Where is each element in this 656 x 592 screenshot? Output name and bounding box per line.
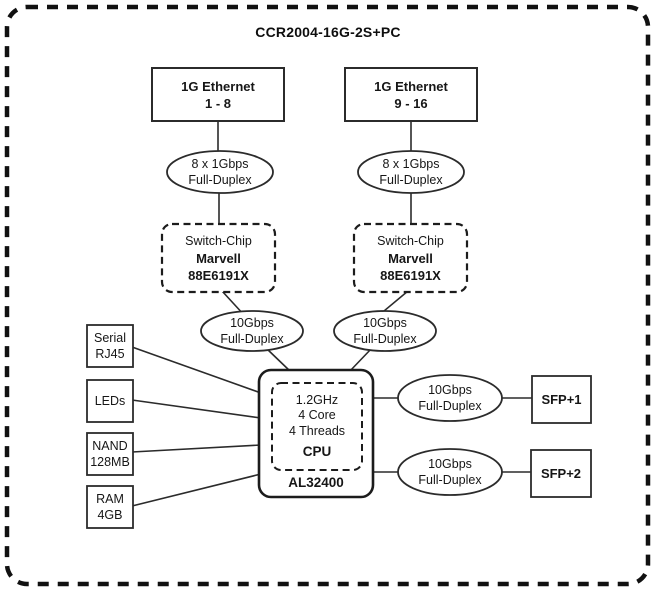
phy-left-label: 8 x 1Gbps Full-Duplex — [167, 151, 273, 193]
switch-right-label: Switch-Chip Marvell 88E6191X — [354, 224, 467, 292]
cpu-cores: 4 Core — [298, 408, 336, 423]
leds-box — [86, 379, 134, 423]
ram-line1: RAM — [96, 492, 124, 506]
eth-right-line2: 9 - 16 — [394, 95, 428, 111]
switch-right-line2: Marvell — [388, 250, 433, 266]
sfp2-link-line2: Full-Duplex — [418, 473, 482, 487]
connector-uplink-left-cpu — [265, 347, 292, 373]
connector-uplink-right-cpu — [348, 347, 373, 373]
device-enclosure-border — [4, 4, 651, 587]
sfp1-link-label: 10Gbps Full-Duplex — [398, 376, 502, 420]
sfp1-label: SFP+1 — [541, 391, 582, 407]
switch-left-line1: Switch-Chip — [185, 233, 252, 248]
eth-right-label: 1G Ethernet 9 - 16 — [345, 68, 477, 121]
phy-right-label: 8 x 1Gbps Full-Duplex — [358, 151, 464, 193]
serial-line2: RJ45 — [95, 347, 125, 361]
cpu-word: CPU — [302, 444, 332, 460]
sfp1-link-line1: 10Gbps — [428, 383, 472, 397]
nand-line2: 128MB — [90, 455, 130, 469]
sfp2-box — [530, 449, 592, 498]
sfp1-link-line2: Full-Duplex — [418, 399, 482, 413]
nand-box — [86, 432, 134, 476]
uplink-left-line2: Full-Duplex — [220, 332, 284, 346]
ram-line2: 4GB — [97, 508, 123, 522]
ram-label: RAM 4GB — [87, 486, 133, 528]
serial-label: Serial RJ45 — [87, 325, 133, 367]
eth-right-line1: 1G Ethernet — [374, 78, 448, 94]
serial-box — [86, 324, 134, 368]
ram-box — [86, 485, 134, 529]
phy-left-line2: Full-Duplex — [188, 173, 252, 187]
leds-label: LEDs — [87, 380, 133, 422]
connector-lines — [131, 120, 533, 507]
sfp1-link-ellipse — [397, 374, 503, 422]
leds-line1: LEDs — [94, 394, 126, 408]
switch-left-label: Switch-Chip Marvell 88E6191X — [162, 224, 275, 292]
phy-right-line2: Full-Duplex — [379, 173, 443, 187]
eth-right-box — [344, 67, 478, 122]
eth-left-line1: 1G Ethernet — [181, 78, 255, 94]
diagram-title: CCR2004-16G-2S+PC — [255, 24, 401, 40]
sfp2-link-line1: 10Gbps — [428, 457, 472, 471]
uplink-left-line1: 10Gbps — [230, 316, 274, 330]
phy-right-line1: 8 x 1Gbps — [382, 157, 440, 171]
sfp2-label: SFP+2 — [540, 465, 582, 481]
connector-leds-cpu — [131, 399, 262, 419]
sfp1-box — [531, 375, 592, 424]
switch-right-box — [352, 222, 469, 294]
eth-left-line2: 1 - 8 — [204, 95, 231, 111]
serial-line1: Serial — [94, 331, 126, 345]
switch-right-line1: Switch-Chip — [377, 233, 444, 248]
switch-right-line3: 88E6191X — [380, 267, 441, 283]
uplink-right-line2: Full-Duplex — [353, 332, 417, 346]
nand-label: NAND 128MB — [87, 433, 133, 475]
connector-ram-cpu — [131, 473, 262, 507]
cpu-inner-label: 1.2GHz 4 Core 4 Threads CPU — [272, 383, 362, 470]
uplink-right-label: 10Gbps Full-Duplex — [334, 311, 436, 351]
cpu-threads: 4 Threads — [288, 423, 346, 438]
switch-left-line2: Marvell — [196, 250, 241, 266]
uplink-right-ellipse — [333, 310, 437, 352]
connector-serial-cpu — [131, 346, 262, 394]
phy-right-ellipse — [357, 150, 465, 194]
sfp2-link-label: 10Gbps Full-Duplex — [398, 450, 502, 494]
phy-left-ellipse — [166, 150, 274, 194]
switch-left-box — [160, 222, 277, 294]
sfp2-link-ellipse — [397, 448, 503, 496]
eth-left-box — [151, 67, 285, 122]
uplink-left-label: 10Gbps Full-Duplex — [201, 311, 303, 351]
uplink-left-ellipse — [200, 310, 304, 352]
cpu-model-label: AL32400 — [288, 474, 344, 490]
uplink-right-line1: 10Gbps — [363, 316, 407, 330]
phy-left-line1: 8 x 1Gbps — [191, 157, 249, 171]
cpu-box — [257, 368, 375, 499]
nand-line1: NAND — [92, 439, 128, 453]
eth-left-label: 1G Ethernet 1 - 8 — [152, 68, 284, 121]
connector-nand-cpu — [131, 444, 262, 453]
cpu-inner-dashed-box — [271, 382, 363, 471]
switch-left-line3: 88E6191X — [188, 267, 249, 283]
cpu-clock: 1.2GHz — [295, 392, 339, 407]
